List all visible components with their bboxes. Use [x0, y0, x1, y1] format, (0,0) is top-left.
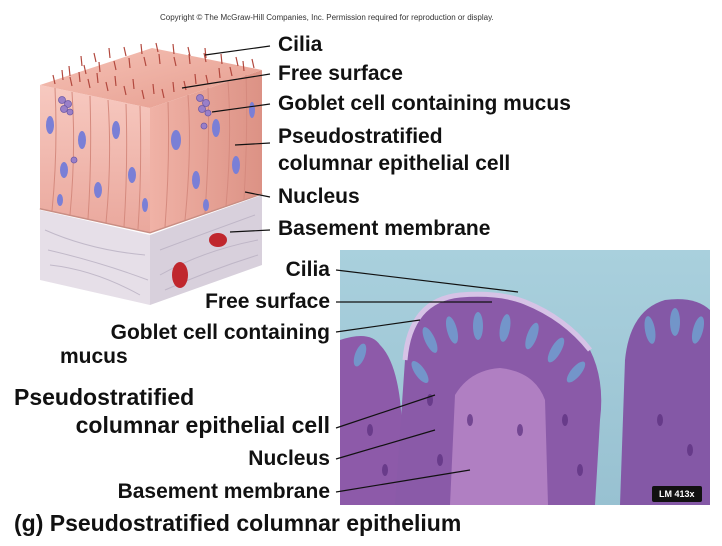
- drawing-label-goblet-cell: Goblet cell containing mucus: [278, 92, 571, 115]
- blood-vessel: [172, 262, 188, 288]
- connective-tissue-front: [40, 210, 150, 305]
- micrograph: [340, 250, 710, 505]
- drawing-label-basement-membrane: Basement membrane: [278, 217, 491, 240]
- epithelium-side: [150, 70, 262, 232]
- micro-label-goblet-2: mucus: [60, 345, 128, 368]
- drawing-label-pseudostratified-1: Pseudostratified: [278, 125, 443, 148]
- epithelium-block-drawing: [39, 42, 263, 305]
- cilia-drawing: [52, 42, 255, 100]
- magnification-badge: LM 413x: [652, 486, 702, 502]
- drawing-label-pseudostratified-2: columnar epithelial cell: [278, 152, 511, 175]
- copyright-notice: Copyright © The McGraw-Hill Companies, I…: [160, 13, 494, 22]
- nuclei-drawing: [46, 102, 255, 212]
- drawing-label-nucleus: Nucleus: [278, 185, 360, 208]
- micro-label-basement-membrane: Basement membrane: [117, 480, 330, 503]
- micro-label-free-surface: Free surface: [205, 290, 330, 313]
- drawing-leader-lines: [181, 45, 271, 233]
- figure-caption: (g) Pseudostratified columnar epithelium: [14, 510, 462, 536]
- micro-leader-lines: [335, 269, 519, 493]
- micro-label-cilia: Cilia: [285, 258, 330, 281]
- goblet-cell-drawing: [58, 94, 212, 164]
- epithelium-front: [40, 85, 150, 232]
- micro-label-pseudostratified-2: columnar epithelial cell: [75, 412, 330, 438]
- micro-label-goblet-1: Goblet cell containing: [110, 321, 330, 344]
- micro-label-nucleus: Nucleus: [248, 447, 330, 470]
- micro-label-pseudostratified-1: Pseudostratified: [14, 384, 195, 410]
- blood-vessel: [209, 233, 227, 247]
- drawing-label-cilia: Cilia: [278, 33, 323, 56]
- drawing-label-free-surface: Free surface: [278, 62, 403, 85]
- epithelium-top: [40, 48, 262, 108]
